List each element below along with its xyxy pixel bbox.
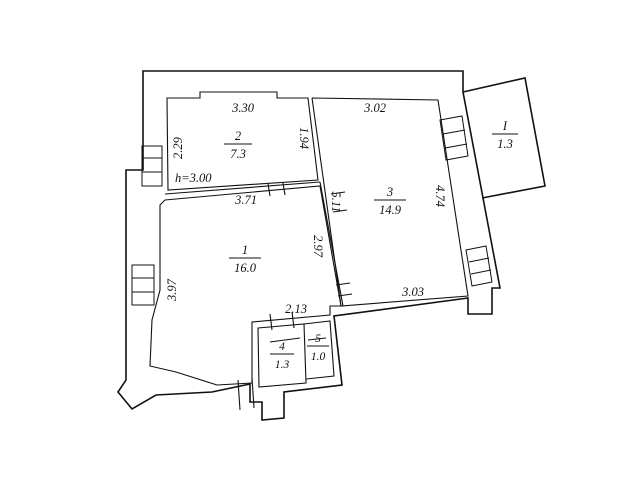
dim-r1-left: 3.97 bbox=[165, 278, 179, 302]
dim-r2-top: 3.30 bbox=[231, 101, 255, 115]
room-4-number: 4 bbox=[279, 341, 285, 353]
dim-r2-left: 2.29 bbox=[171, 136, 185, 159]
door-ticks bbox=[237, 182, 353, 411]
dim-r3-bottom: 3.03 bbox=[401, 285, 424, 299]
room-5-outline bbox=[303, 320, 335, 380]
balcony-outline bbox=[462, 77, 546, 199]
room-2-area: 7.3 bbox=[230, 147, 246, 161]
dim-r1-top: 3.71 bbox=[234, 193, 257, 207]
room-1-number: 1 bbox=[242, 243, 248, 257]
dim-r3-left: 5.11 bbox=[329, 192, 343, 213]
window-left-bottom bbox=[131, 264, 155, 306]
room-5-number: 5 bbox=[315, 333, 321, 345]
dim-r3-right: 4.74 bbox=[433, 185, 447, 207]
room-5-area: 1.0 bbox=[311, 351, 326, 363]
room-3-number: 3 bbox=[386, 185, 393, 199]
window-left-top bbox=[141, 145, 163, 187]
room-4-area: 1.3 bbox=[275, 359, 290, 371]
outer-wall bbox=[117, 70, 501, 421]
partition-1-3 bbox=[319, 181, 344, 307]
room-3-outline bbox=[311, 97, 469, 307]
partition-1-2 bbox=[164, 181, 321, 195]
dim-r2-right: 1.94 bbox=[297, 127, 311, 149]
room-3-area: 14.9 bbox=[379, 203, 402, 217]
room-1-area: 16.0 bbox=[234, 261, 257, 275]
dim-r2-height: h=3.00 bbox=[175, 171, 212, 185]
room-1-outline bbox=[149, 185, 342, 386]
dim-r1-right: 2.97 bbox=[311, 235, 325, 258]
dim-r3-top: 3.02 bbox=[363, 101, 386, 115]
balcony-area: 1.3 bbox=[497, 137, 513, 151]
room-2-number: 2 bbox=[235, 129, 241, 143]
window-right bbox=[465, 245, 493, 287]
room-4-outline bbox=[257, 323, 307, 388]
room-2-outline bbox=[166, 91, 319, 191]
dim-r1-bottom: 2.13 bbox=[285, 302, 307, 316]
balcony-number: I bbox=[502, 119, 508, 133]
window-balcony-door bbox=[439, 115, 469, 161]
